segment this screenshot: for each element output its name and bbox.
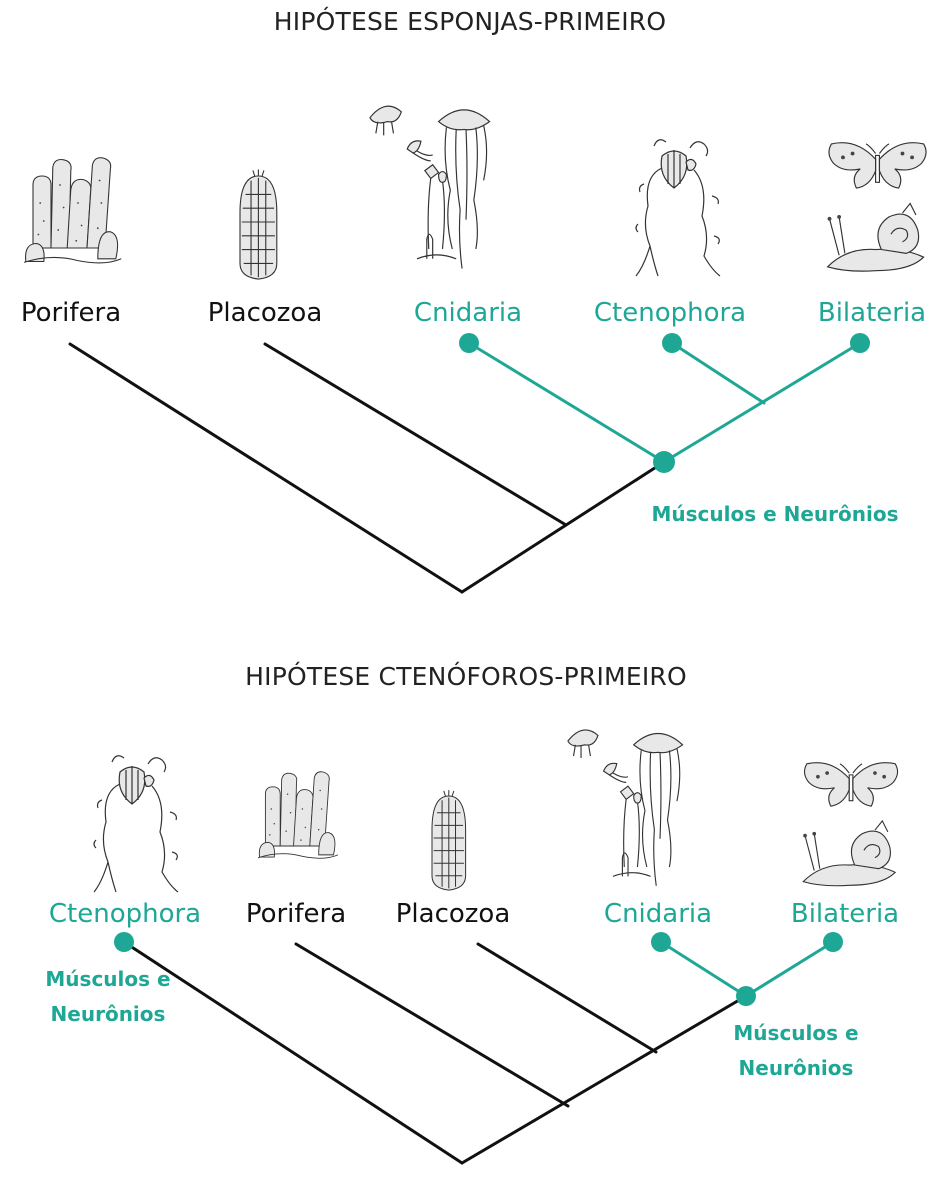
node-muscles-neurons — [736, 986, 756, 1006]
taxon-label-ctenophora: Ctenophora — [594, 298, 746, 328]
jellyfish-polyp-illustration — [369, 105, 491, 270]
taxon-label-placozoa: Placozoa — [396, 899, 511, 929]
taxon-label-porifera: Porifera — [246, 899, 346, 929]
top-title: HIPÓTESE ESPONJAS-PRIMEIRO — [274, 6, 666, 36]
node-muscles-neurons — [653, 451, 675, 473]
taxon-label-ctenophora: Ctenophora — [49, 899, 201, 929]
branch-stem — [460, 460, 666, 594]
bottom-black-branches — [122, 940, 748, 1165]
taxon-label-bilateria: Bilateria — [818, 298, 926, 328]
bottom-left-note-line1: Músculos e — [45, 967, 170, 991]
node-cnidaria — [651, 932, 671, 952]
top-black-branches — [68, 342, 666, 594]
taxon-label-cnidaria: Cnidaria — [414, 298, 522, 328]
sponge-illustration — [23, 157, 122, 264]
bottom-left-note-line2: Neurônios — [51, 1002, 166, 1026]
taxon-label-bilateria: Bilateria — [791, 899, 899, 929]
branch-stem — [460, 994, 748, 1165]
placozoan-illustration — [431, 789, 467, 891]
taxon-label-placozoa: Placozoa — [208, 298, 323, 328]
top-note-muscles-neurons: Músculos e Neurônios — [651, 502, 898, 526]
node-bilateria — [850, 333, 870, 353]
comb-jelly-illustration — [635, 139, 721, 277]
branch-ctenophora — [670, 341, 766, 405]
branch-placozoa — [476, 942, 658, 1054]
branch-porifera — [294, 942, 570, 1108]
bottom-title: HIPÓTESE CTENÓFOROS-PRIMEIRO — [245, 661, 687, 691]
butterfly-snail-illustration — [802, 762, 899, 887]
bottom-right-note-line2: Neurônios — [739, 1056, 854, 1080]
branch-porifera — [68, 342, 464, 594]
taxon-label-porifera: Porifera — [21, 298, 121, 328]
bottom-teal-branches — [114, 932, 843, 1006]
placozoan-illustration — [239, 169, 278, 280]
bottom-right-note-line1: Músculos e — [733, 1021, 858, 1045]
branch-placozoa — [263, 342, 568, 527]
node-ctenophora — [662, 333, 682, 353]
jellyfish-polyp-illustration — [567, 729, 684, 887]
butterfly-snail-illustration — [827, 142, 927, 272]
node-bilateria — [823, 932, 843, 952]
branch-cnidaria — [467, 341, 666, 464]
node-cnidaria — [459, 333, 479, 353]
branch-ctenophora — [122, 940, 464, 1165]
top-teal-branches — [459, 333, 870, 473]
branch-cnidaria — [659, 940, 748, 998]
taxon-label-cnidaria: Cnidaria — [604, 899, 712, 929]
sponge-illustration — [257, 771, 339, 859]
comb-jelly-illustration — [93, 755, 179, 893]
branch-bilateria — [744, 940, 835, 998]
node-ctenophora — [114, 932, 134, 952]
